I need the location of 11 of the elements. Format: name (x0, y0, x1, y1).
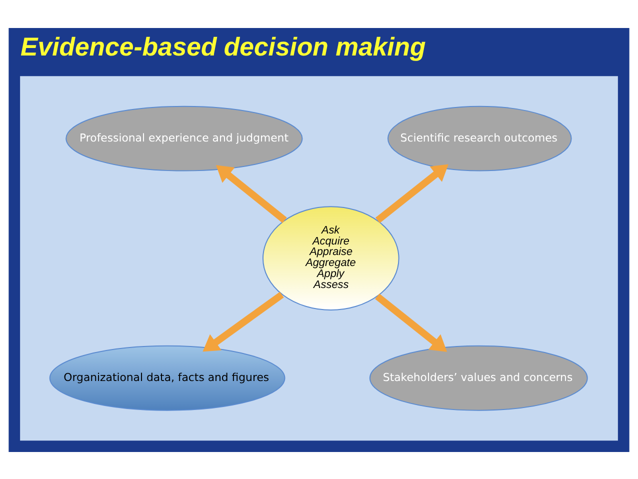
arrow (202, 291, 284, 352)
arrow (216, 164, 287, 222)
diagram-title: Evidence-based decision making (20, 33, 426, 62)
node-ellipse: Ask Acquire Appraise Aggregate Apply Assess (262, 206, 400, 310)
arrow (375, 293, 448, 352)
node-ellipse: Stakeholders’ values and concerns (369, 344, 588, 410)
cluster (20, 76, 618, 440)
node-ellipse: Organizational data, facts and figures (49, 344, 286, 410)
node-ellipse: Scientific research outcomes (387, 105, 572, 171)
node-ellipse: Professional experience and judgment (66, 105, 303, 171)
arrow (375, 164, 448, 223)
